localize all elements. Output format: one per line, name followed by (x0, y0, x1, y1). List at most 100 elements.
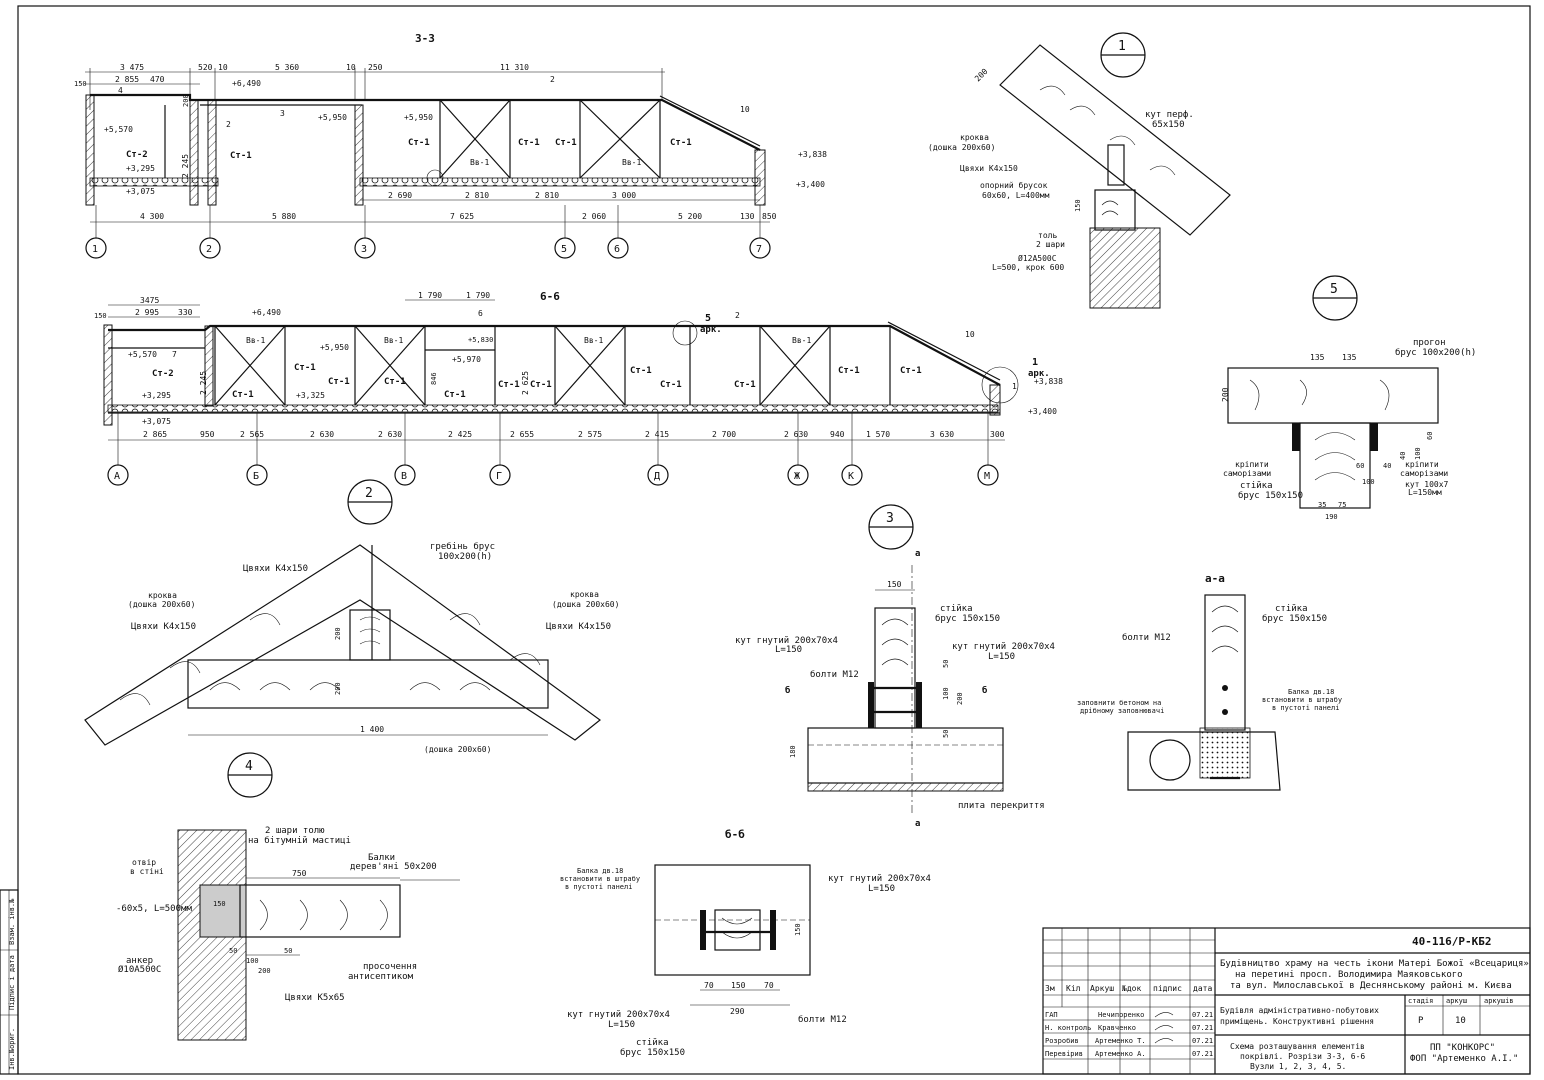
section-3-3: 3-3 3 475 520 10 5 360 10 250 11 310 2 8… (74, 32, 827, 259)
node-5-kripl-l-sub: саморізами (1223, 469, 1271, 478)
node-2-ridge: гребінь брус (430, 541, 495, 552)
s66-bot-2575: 2 575 (578, 430, 602, 439)
node-4-anchor-sub: Ø10А500С (118, 964, 161, 975)
tb-row-3-name: Артеменко Т. (1095, 1037, 1146, 1045)
s33-dim-3475: 3 475 (120, 63, 144, 72)
s66-tag-10: 10 (965, 330, 975, 339)
tb-header-doc: №док (1121, 984, 1141, 993)
node-5-dim-40a: 40 (1399, 452, 1407, 460)
node-5-dim-35: 35 (1318, 501, 1326, 509)
section-b-b-beam: Балка дв.18 (577, 867, 623, 875)
s33-level-3400: +3,400 (796, 180, 825, 189)
s33-side-200: 200 (182, 94, 190, 107)
s66-callout-5: 5 (705, 313, 711, 324)
tb-building-line-1: Будівля адміністративно-побутових (1220, 1005, 1379, 1015)
node-3-cut-top: а (915, 549, 920, 559)
s66-bot-2565: 2 565 (240, 430, 264, 439)
node-4-label: 4 (245, 759, 253, 774)
node-3-kut-r-sub: L=150 (988, 652, 1015, 662)
node-3-dim-150: 150 (887, 580, 902, 589)
s33-axis-7: 7 (756, 244, 762, 255)
node-5-progon: прогон (1413, 338, 1446, 348)
node-5-dim-60a: 60 (1426, 432, 1434, 440)
section-6-6-title: 6-6 (540, 290, 560, 303)
tb-row-2-role: Н. контроль (1045, 1024, 1091, 1032)
node-4-dim-100: 100 (246, 957, 259, 965)
tb-header-kil: Кіл (1066, 984, 1081, 993)
s33-bot-5880: 5 880 (272, 212, 296, 221)
s33-side-2245: 2 245 (181, 154, 190, 178)
tb-stage-value: Р (1418, 1016, 1424, 1026)
s66-dim-2995: 2 995 (135, 308, 159, 317)
node-1-rod-sub: L=500, крок 600 (992, 263, 1064, 272)
s33-tag-10: 10 (740, 105, 750, 114)
node-2-krokva-r-sub: (дошка 200х60) (552, 600, 619, 609)
s66-member-st1-8: Ст-1 (630, 366, 652, 376)
s33-level-5570: +5,570 (104, 125, 133, 134)
s33-dim-10b: 10 (346, 63, 356, 72)
s33-bot-2060: 2 060 (582, 212, 606, 221)
node-5-dim-100b: 100 (1362, 478, 1375, 486)
s66-level-5830: +5,830 (468, 336, 493, 344)
sheet-frame (17, 5, 1531, 1075)
s66-callout-1: 1 (1032, 357, 1038, 368)
tb-row-4-role: Перевірив (1045, 1050, 1083, 1058)
section-b-b-dim-70b: 70 (764, 981, 774, 990)
s66-level-3295: +3,295 (142, 391, 171, 400)
section-b-b-kut-top-sub: L=150 (868, 884, 895, 894)
s33-bot-130: 130 (740, 212, 755, 221)
tb-project-line-2: на перетині просп. Володимира Маяковсько… (1235, 970, 1463, 980)
s66-member-st1-1: Ст-1 (232, 390, 254, 400)
s66-tag-6: 6 (478, 309, 483, 318)
s66-bot-940: 940 (830, 430, 845, 439)
node-5-kut: кут 100х7 (1405, 480, 1449, 489)
s33-subdim-470: 470 (150, 75, 165, 84)
s33-subdim-150: 150 (74, 80, 87, 88)
node-5-dim-135a: 135 (1310, 353, 1325, 362)
node-5-dim-200: 200 (1221, 387, 1230, 402)
s66-member-st1-2: Ст-1 (294, 363, 316, 373)
node-5-dim-60b: 60 (1356, 462, 1364, 470)
node-1-dim-200: 200 (973, 67, 990, 84)
s33-axis-5: 5 (561, 244, 567, 255)
node-4-anchor: анкер (126, 956, 153, 966)
section-b-b: б-б Балка дв.18 встановити в штрабу в пу… (560, 828, 931, 1058)
node-4-hole: отвір (132, 858, 156, 867)
tb-sheet-line-3: Вузли 1, 2, 3, 4, 5. (1250, 1062, 1346, 1071)
s66-dim-1790a: 1 790 (418, 291, 442, 300)
s66-member-st1-12: Ст-1 (900, 366, 922, 376)
s33-mid-3000: 3 000 (612, 191, 636, 200)
s66-level-3400: +3,400 (1028, 407, 1057, 416)
s66-level-6490: +6,490 (252, 308, 281, 317)
s66-bot-2630b: 2 630 (378, 430, 402, 439)
tb-signatures (1154, 1012, 1174, 1044)
node-1-dim-150: 150 (1074, 199, 1082, 212)
s33-level-6490: +6,490 (232, 79, 261, 88)
s66-bot-950: 950 (200, 430, 215, 439)
section-a-a: а-а стійка брус 150х150 болти М12 заповн… (1077, 572, 1342, 791)
s66-member-vv1-3: Вв-1 (584, 336, 603, 345)
node-1-label: 1 (1118, 39, 1126, 54)
s66-bot-2415: 2 415 (645, 430, 669, 439)
s66-member-vv1-1: Вв-1 (246, 336, 265, 345)
tb-header-pidpys: підпис (1153, 984, 1182, 993)
node-3-kut-l-sub: L=150 (775, 645, 802, 655)
side-strip: Взам. інв.№ Підпис і дата Інв.№ориг. (0, 889, 19, 1075)
node-5-dim-100a: 100 (1414, 447, 1422, 460)
node-3-cut-b-right: б (982, 685, 987, 696)
section-b-b-kut-top: кут гнутий 200х70х4 (828, 874, 931, 884)
tb-project-line-1: Будівництво храму на честь ікони Матері … (1220, 959, 1529, 969)
s33-dim-10: 10 (218, 63, 228, 72)
tb-row-3-date: 07.21 (1192, 1037, 1213, 1045)
s33-bot-5200: 5 200 (678, 212, 702, 221)
s33-member-st1-e: Ст-1 (670, 138, 692, 148)
s33-axis-2: 2 (206, 244, 212, 255)
s66-dim-3475: 3475 (140, 296, 159, 305)
section-b-b-dim-150v: 150 (794, 923, 802, 936)
s33-level-3075: +3,075 (126, 187, 155, 196)
s66-tag-2: 2 (735, 311, 740, 320)
node-1-rod: Ø12А500С (1018, 253, 1057, 263)
s33-subdim-2855: 2 855 (115, 75, 139, 84)
node-2-dim-200b: 200 (334, 682, 342, 695)
tb-header-arkush: Аркуш (1090, 984, 1114, 993)
